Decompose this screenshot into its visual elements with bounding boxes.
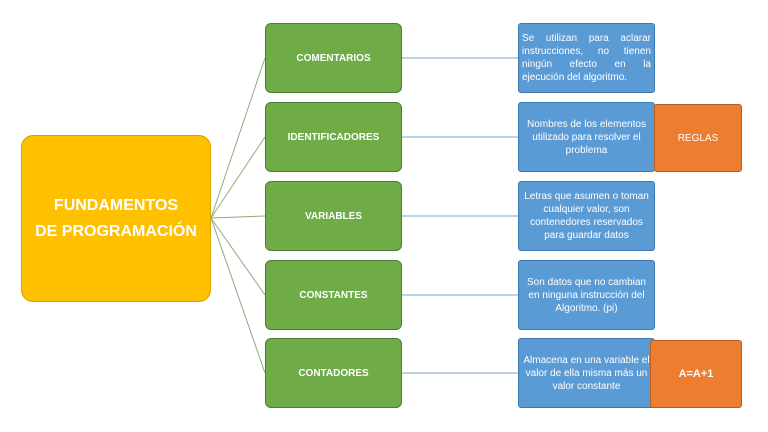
connector-identificadores xyxy=(210,136,266,219)
description-text: Almacena en una variable el valor de ell… xyxy=(523,354,650,392)
description-text: Se utilizan para aclarar instrucciones, … xyxy=(522,33,651,83)
description-text: Letras que asumen o toman cualquier valo… xyxy=(524,191,649,241)
description-contadores: Almacena en una variable el valor de ell… xyxy=(518,338,655,408)
category-contadores: CONTADORES xyxy=(265,338,402,408)
root-title-line2: DE PROGRAMACIÓN xyxy=(35,222,197,240)
note-formula: A=A+1 xyxy=(650,340,742,408)
category-label: COMENTARIOS xyxy=(296,52,371,64)
category-label: CONTADORES xyxy=(298,367,369,379)
description-text: Son datos que no cambian en ninguna inst… xyxy=(527,276,646,314)
note-text: REGLAS xyxy=(677,132,719,144)
connector-comentarios xyxy=(210,57,266,219)
root-title-line1: FUNDAMENTOS xyxy=(53,196,179,214)
category-constantes: CONSTANTES xyxy=(265,260,402,330)
root-node: FUNDAMENTOS DE PROGRAMACIÓN xyxy=(21,135,211,302)
note-text: A=A+1 xyxy=(678,368,714,380)
description-identificadores: Nombres de los elementos utilizado para … xyxy=(518,102,655,172)
category-label: VARIABLES xyxy=(304,210,363,222)
category-comentarios: COMENTARIOS xyxy=(265,23,402,93)
category-variables: VARIABLES xyxy=(265,181,402,251)
connector-contadores xyxy=(210,217,266,374)
description-variables: Letras que asumen o toman cualquier valo… xyxy=(518,181,655,251)
connector-constantes xyxy=(210,217,266,296)
description-constantes: Son datos que no cambian en ninguna inst… xyxy=(518,260,655,330)
description-text: Nombres de los elementos utilizado para … xyxy=(527,118,646,156)
note-reglas: REGLAS xyxy=(654,104,742,172)
connector-variables xyxy=(210,215,266,219)
category-identificadores: IDENTIFICADORES xyxy=(265,102,402,172)
category-label: IDENTIFICADORES xyxy=(287,131,380,143)
category-label: CONSTANTES xyxy=(299,289,368,301)
description-comentarios: Se utilizan para aclarar instrucciones, … xyxy=(518,23,655,93)
